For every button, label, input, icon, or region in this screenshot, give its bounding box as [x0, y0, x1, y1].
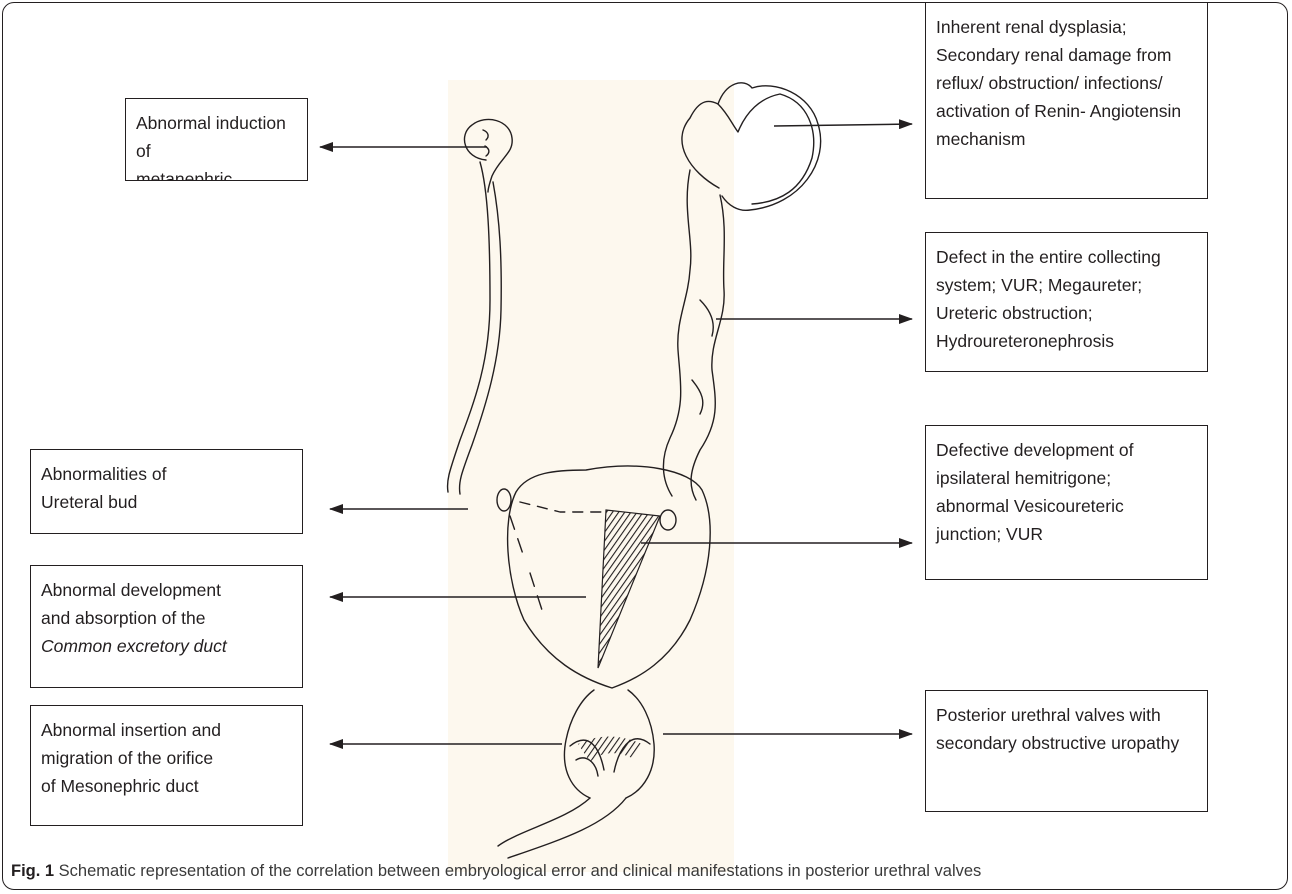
- figure-caption: Fig. 1 Schematic representation of the c…: [11, 862, 981, 881]
- left-ureter: [448, 162, 491, 492]
- hemitrigone: [598, 510, 660, 668]
- caption-text: Schematic representation of the correlat…: [54, 862, 981, 880]
- annotation-hemitrigone: Defective development of ipsilateral hem…: [925, 425, 1208, 580]
- annotation-ureteral-bud: Abnormalities of Ureteral bud: [30, 449, 303, 534]
- annotation-urethral-valves: Posterior urethral valves with secondary…: [925, 690, 1208, 812]
- annotation-common-excretory-duct: Abnormal development and absorption of t…: [30, 565, 303, 688]
- anterior-urethra: [498, 798, 626, 858]
- annotation-collecting-system: Defect in the entire collecting system; …: [925, 232, 1208, 372]
- right-megaureter: [691, 195, 724, 500]
- right-kidney: [682, 83, 821, 211]
- common-duct-italic: Common excretory duct: [41, 636, 227, 656]
- annotation-renal-damage: Inherent renal dysplasia; Secondary rena…: [925, 2, 1208, 199]
- caption-label: Fig. 1: [11, 862, 54, 880]
- arrow-renal: [774, 124, 912, 126]
- annotation-mesonephric-duct: Abnormal insertion and migration of the …: [30, 705, 303, 826]
- left-kidney: [464, 119, 512, 192]
- annotation-metanephric-blastema: Abnormal induction of metanephric blaste…: [125, 98, 308, 181]
- common-duct-text: Abnormal development and absorption of t…: [41, 580, 221, 628]
